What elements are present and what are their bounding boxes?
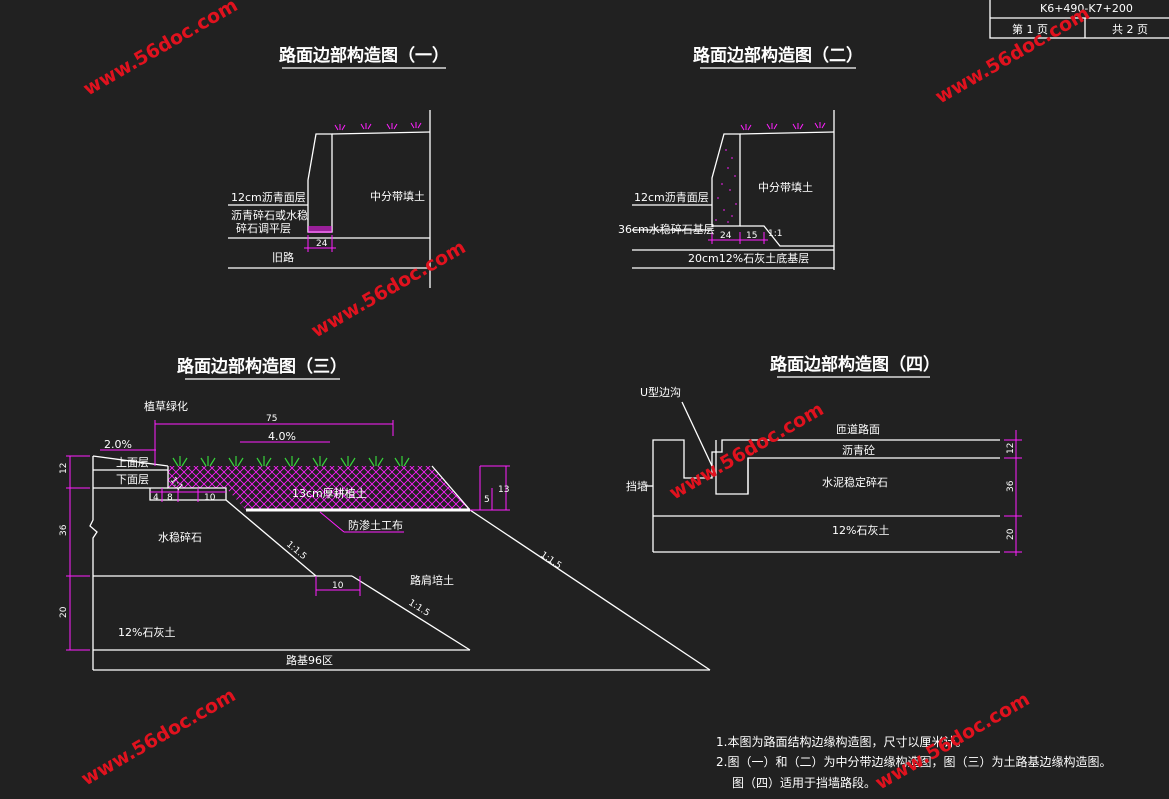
fig2-curb-stipple: [715, 149, 737, 223]
fig1-label-old-road: 旧路: [272, 251, 294, 264]
fig3-slope-15c: 1:1.5: [406, 598, 431, 619]
fig3-label-slope-right: 4.0%: [268, 430, 296, 443]
fig2-label-asphalt: 12cm沥青面层: [634, 191, 709, 204]
watermark-2: www.56doc.com: [308, 236, 470, 342]
fig3-label-planting: 植草绿化: [144, 399, 188, 413]
fig2-curb: [711, 133, 741, 227]
fig4-label-wall: 挡墙: [626, 479, 648, 493]
fig4-dim-36: 36: [1006, 480, 1016, 492]
fig4-dimensions: [1004, 430, 1022, 556]
fig1-label-asphalt: 12cm沥青面层: [231, 191, 306, 204]
fig2-dim-15: 15: [746, 231, 757, 241]
fig2-label-median-fill: 中分带填土: [758, 180, 813, 194]
fig1-grass: [334, 122, 422, 131]
fig3-grass: [172, 456, 410, 467]
fig3-dim-8: 8: [167, 493, 173, 503]
titleblock-page: 第 1 页: [1012, 22, 1048, 36]
notes: 1.本图为路面结构边缘构造图，尺寸以厘米计。 2.图（一）和（二）为中分带边缘构…: [716, 734, 1111, 790]
fig3-dim-12: 12: [59, 463, 69, 474]
watermark-1: www.56doc.com: [80, 0, 242, 100]
fig3-label-lower: 下面层: [116, 473, 149, 486]
fig3-dimensions: [66, 420, 510, 651]
fig1-label-leveling-2: 碎石调平层: [236, 221, 291, 235]
fig3-slope-15b: 1:1.5: [538, 550, 563, 571]
figure-2: 路面边部构造图（二） 24 15 1:1: [618, 45, 863, 270]
fig1-dim-24: 24: [316, 239, 328, 249]
fig2-label-base: 36cm水稳碎石基层: [618, 222, 715, 236]
fig2-title: 路面边部构造图（二）: [693, 45, 863, 66]
titleblock-range: K6+490-K7+200: [1040, 2, 1133, 15]
fig4-dim-20: 20: [1006, 528, 1016, 540]
fig3-title: 路面边部构造图（三）: [177, 356, 347, 377]
fig3-label-shoulder-fill: 路肩培土: [410, 573, 454, 587]
fig4-label-asphalt-conc: 沥青砼: [842, 444, 875, 457]
fig3-dim-4: 4: [153, 493, 159, 503]
fig4-label-lime-soil: 12%石灰土: [832, 523, 889, 537]
fig3-label-slope-left: 2.0%: [104, 438, 132, 451]
figure-3: 路面边部构造图（三）: [59, 356, 711, 671]
fig3-label-stab-gravel: 水稳碎石: [158, 530, 202, 544]
fig3-dim-13: 13: [498, 485, 509, 495]
fig3-label-subgrade: 路基96区: [286, 654, 333, 667]
fig1-label-median-fill: 中分带填土: [370, 189, 425, 203]
titleblock-total: 共 2 页: [1112, 23, 1148, 36]
fig4-title: 路面边部构造图（四）: [770, 354, 940, 375]
fig2-slope: 1:1: [768, 229, 782, 239]
fig2-grass: [740, 122, 826, 131]
fig3-dim-36: 36: [59, 524, 69, 536]
fig3-label-geotextile: 防渗土工布: [348, 518, 403, 532]
fig3-label-lime-soil: 12%石灰土: [118, 625, 175, 639]
note-3: 图（四）适用于挡墙路段。: [732, 775, 876, 790]
watermark-3: www.56doc.com: [666, 398, 828, 504]
fig4-label-road-surface: 匝道路面: [836, 422, 880, 436]
fig3-dim-10b: 10: [332, 581, 344, 591]
fig4-wall-ditch: [652, 439, 1000, 552]
fig3-dim-20: 20: [59, 606, 69, 618]
fig3-label-topsoil: 13cm厚耕植土: [292, 486, 367, 500]
fig4-dim-12: 12: [1006, 443, 1016, 454]
fig2-label-subbase: 20cm12%石灰土底基层: [688, 251, 809, 265]
watermarks: www.56doc.com www.56doc.com www.56doc.co…: [78, 0, 1094, 794]
figure-1: 路面边部构造图（一） 24 12cm沥青面层 沥青碎石或水稳 碎石调平层 中分带…: [228, 45, 449, 288]
fig3-dim-10a: 10: [204, 493, 216, 503]
fig4-label-cement-gravel: 水泥稳定碎石: [822, 475, 888, 489]
fig3-dim-75: 75: [266, 414, 277, 424]
watermark-5: www.56doc.com: [78, 684, 240, 790]
fig1-label-leveling-1: 沥青碎石或水稳: [231, 208, 308, 222]
note-2: 2.图（一）和（二）为中分带边缘构造图，图（三）为土路基边缘构造图。: [716, 754, 1111, 769]
fig1-curb: [307, 133, 333, 233]
fig3-dim-5: 5: [484, 495, 490, 505]
figure-4: 路面边部构造图（四） 12 36 20 U型边沟 挡墙 匝道路面 沥青砼 水泥稳…: [626, 354, 1022, 556]
fig3-topsoil-hatch: [168, 466, 470, 510]
title-block: K6+490-K7+200 第 1 页 共 2 页: [989, 0, 1169, 39]
fig2-dim-24: 24: [720, 231, 732, 241]
fig3-label-upper: 上面层: [116, 456, 149, 469]
fig4-label-u-ditch: U型边沟: [640, 385, 681, 399]
fig1-title: 路面边部构造图（一）: [279, 45, 449, 66]
note-1: 1.本图为路面结构边缘构造图，尺寸以厘米计。: [716, 734, 967, 749]
